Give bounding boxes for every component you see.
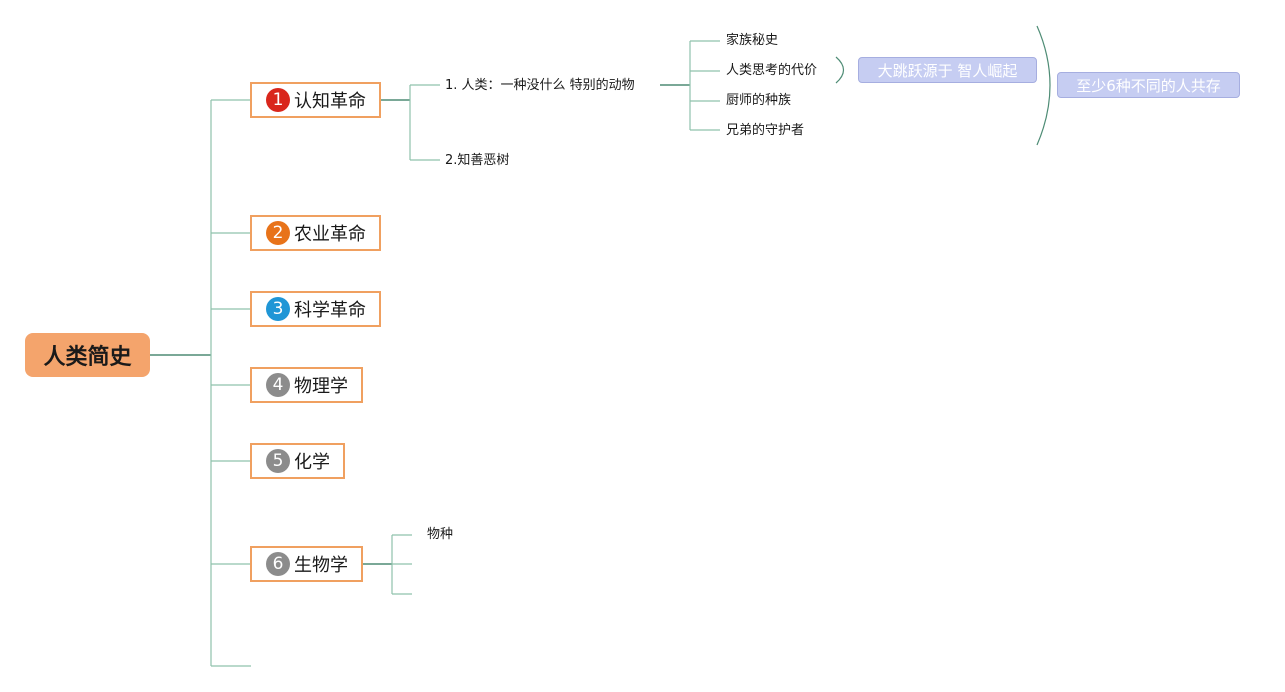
subtopic-label: 人类思考的代价 (726, 63, 818, 78)
summary-label: 大跳跃源于 智人崛起 (877, 61, 1018, 80)
subtopic-brothers-keepers[interactable]: 兄弟的守护者 (726, 123, 804, 139)
topic-biology[interactable]: 6 生物学 (250, 546, 363, 582)
topic-label: 物理学 (294, 376, 348, 397)
topic-agricultural-revolution[interactable]: 2 农业革命 (250, 215, 381, 251)
subtopic-tree-of-knowledge[interactable]: 2.知善恶树 (445, 153, 509, 169)
subtopic-species[interactable]: 物种 (427, 527, 453, 543)
topic-number-badge: 3 (266, 297, 290, 321)
subtopic-label: 2.知善恶树 (445, 153, 510, 168)
topic-number-badge: 2 (266, 221, 290, 245)
summary-brace-outer (1036, 25, 1051, 146)
topic-label: 生物学 (294, 555, 348, 576)
root-label: 人类简史 (43, 345, 132, 370)
subtopic-label: 兄弟的守护者 (726, 123, 805, 138)
topic-number-badge: 1 (266, 88, 290, 112)
subtopic-cost-of-thinking[interactable]: 人类思考的代价 (726, 63, 817, 79)
subtopic-human-animal[interactable]: 1. 人类：一种没什么 特别的动物 (445, 78, 635, 94)
root-node[interactable]: 人类简史 (25, 333, 150, 377)
subtopic-family-secrets[interactable]: 家族秘史 (726, 33, 778, 49)
subtopic-label: 厨师的种族 (726, 93, 792, 108)
topic-chemistry[interactable]: 5 化学 (250, 443, 345, 479)
topic-cognitive-revolution[interactable]: 1 认知革命 (250, 82, 381, 118)
summary-six-species[interactable]: 至少6种不同的人共存 (1057, 72, 1240, 98)
topic-scientific-revolution[interactable]: 3 科学革命 (250, 291, 381, 327)
topic-number-badge: 5 (266, 449, 290, 473)
topic-number-badge: 6 (266, 552, 290, 576)
topic-label: 科学革命 (294, 300, 366, 321)
summary-great-leap[interactable]: 大跳跃源于 智人崛起 (858, 57, 1037, 83)
topic-label: 农业革命 (294, 224, 366, 245)
subtopic-label: 1. 人类：一种没什么 特别的动物 (445, 78, 635, 93)
topic-label: 认知革命 (294, 91, 366, 112)
summary-brace-inner (835, 56, 845, 84)
topic-physics[interactable]: 4 物理学 (250, 367, 363, 403)
summary-label: 至少6种不同的人共存 (1076, 76, 1221, 95)
subtopic-label: 家族秘史 (726, 33, 779, 48)
topic-number-badge: 4 (266, 373, 290, 397)
topic-label: 化学 (294, 452, 330, 473)
subtopic-label: 物种 (427, 527, 454, 542)
subtopic-race-of-cooks[interactable]: 厨师的种族 (726, 93, 791, 109)
